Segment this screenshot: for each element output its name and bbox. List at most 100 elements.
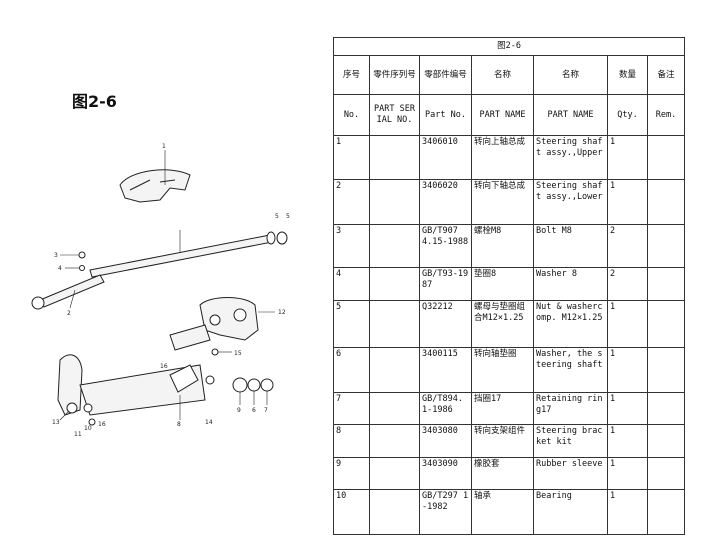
cell-qty: 2 — [607, 267, 648, 301]
callout-label: 11 — [74, 431, 82, 438]
cell-name-cn: 螺栓M8 — [471, 224, 534, 268]
cell-no: 9 — [333, 457, 370, 490]
cell-no: 1 — [333, 135, 370, 180]
cell-name-en: Steering shaft assy.,Lower — [533, 179, 608, 225]
column-header: PART NAME — [533, 94, 608, 136]
cell-rem — [646, 392, 686, 425]
cell-no: 10 — [333, 489, 370, 535]
cell-name-cn: 转向上轴总成 — [471, 135, 534, 180]
cell-serial — [369, 392, 420, 425]
cell-qty: 1 — [607, 392, 648, 425]
cell-part-no: GB/T93-1987 — [419, 267, 472, 301]
callout-label: 9 — [237, 407, 241, 414]
cell-no: 5 — [333, 300, 370, 348]
table-caption: 图2-6 — [332, 37, 686, 56]
cell-part-no: Q32212 — [419, 300, 472, 348]
cell-name-en: Bearing — [533, 489, 608, 535]
cell-qty: 1 — [607, 300, 648, 348]
cell-qty: 2 — [607, 224, 648, 268]
header-row-english: No. PART SERIAL NO. Part No. PART NAME P… — [333, 94, 686, 136]
cell-part-no: 3403080 — [419, 424, 472, 458]
column-header: 序号 — [333, 55, 370, 95]
cell-rem — [646, 457, 686, 490]
table-row: 2 3406020 转向下轴总成 Steering shaft assy.,Lo… — [333, 179, 686, 225]
cell-part-no: GB/T907 4.15-1988 — [419, 224, 472, 268]
header-row-chinese: 序号 零件序列号 零部件编号 名称 名称 数量 备注 — [333, 55, 686, 95]
cell-name-cn: 转向下轴总成 — [471, 179, 534, 225]
cell-rem — [646, 347, 686, 393]
column-header: No. — [333, 94, 370, 136]
cell-no: 8 — [333, 424, 370, 458]
cell-name-en: Retaining ring17 — [533, 392, 608, 425]
cell-no: 7 — [333, 392, 370, 425]
cell-name-en: Bolt M8 — [533, 224, 608, 268]
cell-qty: 1 — [607, 135, 648, 180]
cell-qty: 1 — [607, 457, 648, 490]
cell-qty: 1 — [607, 347, 648, 393]
callout-label: 8 — [177, 421, 181, 428]
callout-label: 2 — [67, 310, 71, 317]
cell-rem — [646, 179, 686, 225]
cell-name-cn: 橡胶套 — [471, 457, 534, 490]
cell-serial — [369, 489, 420, 535]
parts-table: 图2-6 序号 零件序列号 零部件编号 名称 名称 数量 备注 No. PART… — [332, 37, 686, 535]
column-header: Rem. — [646, 94, 686, 136]
cell-serial — [369, 179, 420, 225]
table-caption-row: 图2-6 — [332, 37, 686, 56]
callout-label: 5 — [275, 213, 279, 220]
callout-label: 12 — [278, 309, 286, 316]
callout-label: 10 — [84, 425, 92, 432]
table-row: 9 3403090 橡胶套 Rubber sleeve 1 — [333, 457, 686, 490]
cell-rem — [646, 489, 686, 535]
figure-title: 图2-6 — [72, 92, 117, 111]
table-row: 3 GB/T907 4.15-1988 螺栓M8 Bolt M8 2 — [333, 224, 686, 268]
callout-label: 7 — [264, 407, 268, 414]
cell-name-en: Washer 8 — [533, 267, 608, 301]
callout-label: 14 — [205, 419, 213, 426]
cell-name-en: Rubber sleeve — [533, 457, 608, 490]
table-row: 8 3403080 转向支架组件 Steering bracket kit 1 — [333, 424, 686, 458]
cell-rem — [646, 224, 686, 268]
callout-label: 3 — [54, 252, 58, 259]
cell-name-en: Washer, the steering shaft — [533, 347, 608, 393]
cell-serial — [369, 267, 420, 301]
cell-name-cn: 转向轴垫圈 — [471, 347, 534, 393]
table-row: 7 GB/T894. 1-1986 挡圈17 Retaining ring17 … — [333, 392, 686, 425]
column-header: 名称 — [533, 55, 608, 95]
cell-rem — [646, 267, 686, 301]
table-row: 4 GB/T93-1987 垫圈8 Washer 8 2 — [333, 267, 686, 301]
cell-no: 6 — [333, 347, 370, 393]
cell-name-en: Steering bracket kit — [533, 424, 608, 458]
cell-part-no: GB/T894. 1-1986 — [419, 392, 472, 425]
cell-no: 3 — [333, 224, 370, 268]
table-row: 10 GB/T297 1-1982 轴承 Bearing 1 — [333, 489, 686, 535]
table-row: 6 3400115 转向轴垫圈 Washer, the steering sha… — [333, 347, 686, 393]
column-header: Qty. — [607, 94, 648, 136]
cell-serial — [369, 347, 420, 393]
cell-name-cn: 转向支架组件 — [471, 424, 534, 458]
column-header: 名称 — [471, 55, 534, 95]
cell-part-no: 3403090 — [419, 457, 472, 490]
column-header: PART NAME — [471, 94, 534, 136]
callout-label: 13 — [52, 419, 60, 426]
column-header: 数量 — [607, 55, 648, 95]
callout-label: 1 — [162, 143, 166, 150]
cell-rem — [646, 300, 686, 348]
cell-rem — [646, 424, 686, 458]
cell-no: 2 — [333, 179, 370, 225]
column-header: PART SERIAL NO. — [369, 94, 420, 136]
exploded-parts-diagram: 1 2 3 4 5 5 6 7 8 9 10 11 12 13 14 15 16… — [31, 143, 290, 438]
cell-serial — [369, 135, 420, 180]
cell-part-no: 3400115 — [419, 347, 472, 393]
callout-label: 15 — [234, 350, 242, 357]
table-row: 5 Q32212 螺母与垫圈组合M12×1.25 Nut & washercom… — [333, 300, 686, 348]
callout-label: 4 — [58, 265, 62, 272]
cell-serial — [369, 224, 420, 268]
cell-serial — [369, 424, 420, 458]
cell-no: 4 — [333, 267, 370, 301]
callout-label: 6 — [252, 407, 256, 414]
cell-serial — [369, 457, 420, 490]
callout-label: 16 — [98, 421, 106, 428]
cell-qty: 1 — [607, 489, 648, 535]
cell-part-no: 3406010 — [419, 135, 472, 180]
